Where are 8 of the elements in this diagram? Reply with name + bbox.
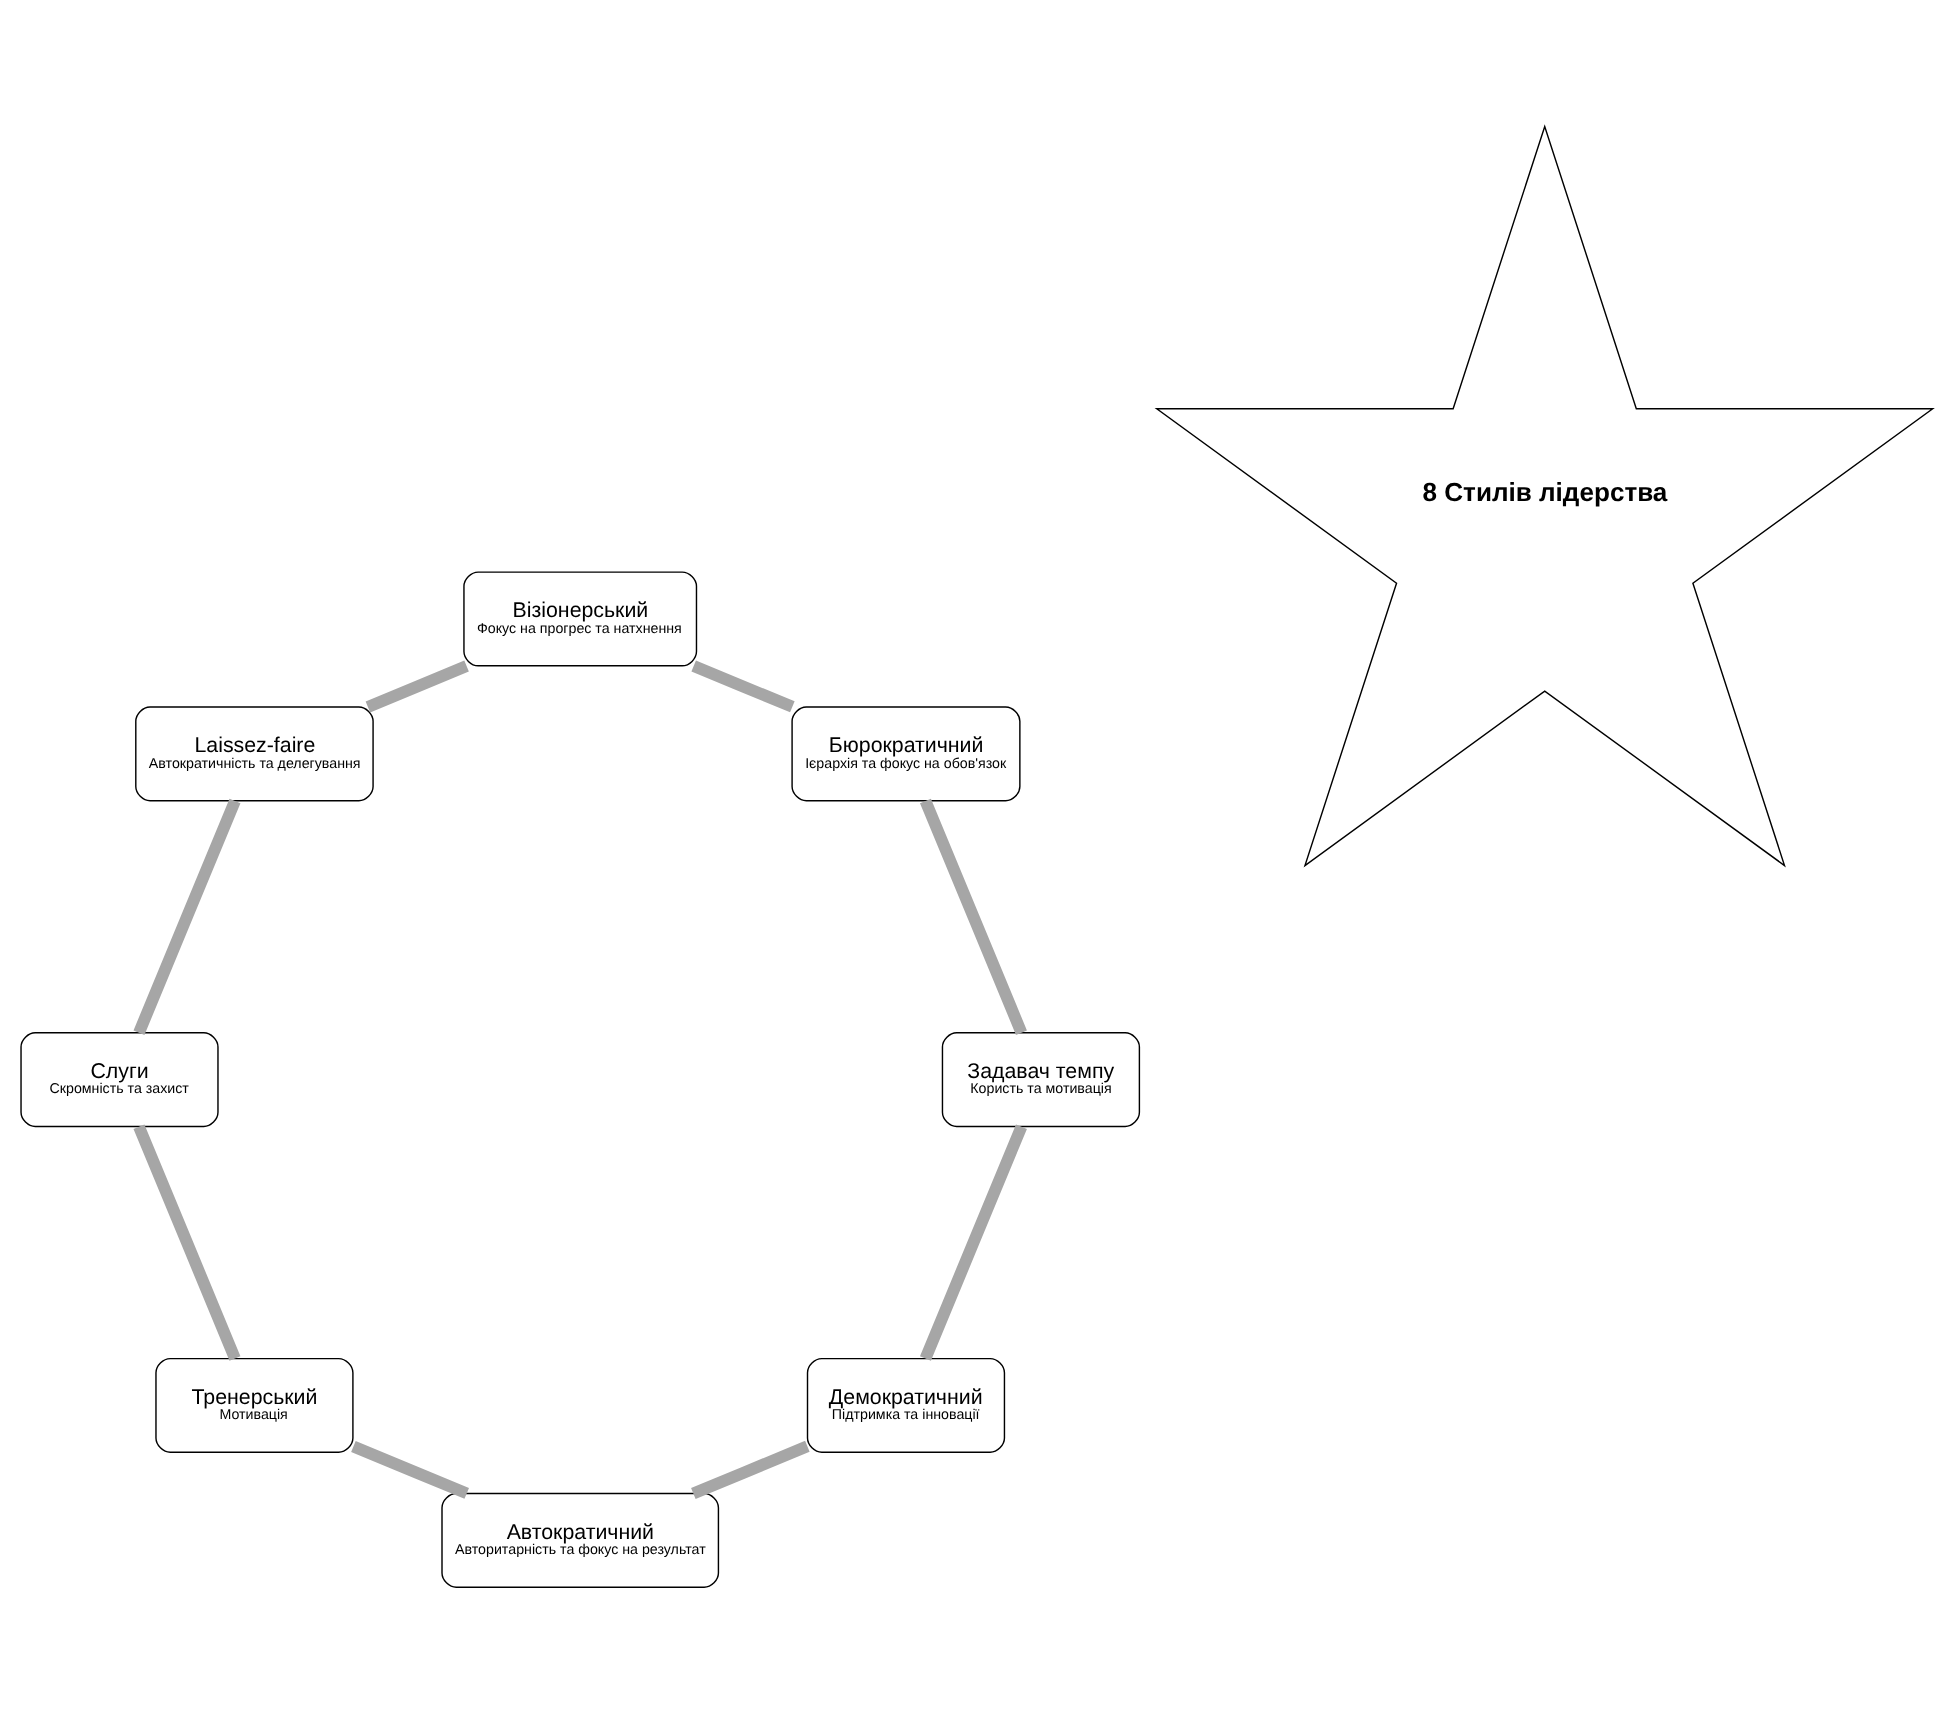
connector: [691, 660, 795, 713]
connector: [351, 1440, 469, 1499]
connector: [133, 1124, 241, 1361]
connector: [365, 660, 469, 713]
connector: [691, 1440, 810, 1499]
connector: [919, 798, 1027, 1035]
connector: [133, 798, 241, 1035]
connector: [919, 1124, 1027, 1361]
